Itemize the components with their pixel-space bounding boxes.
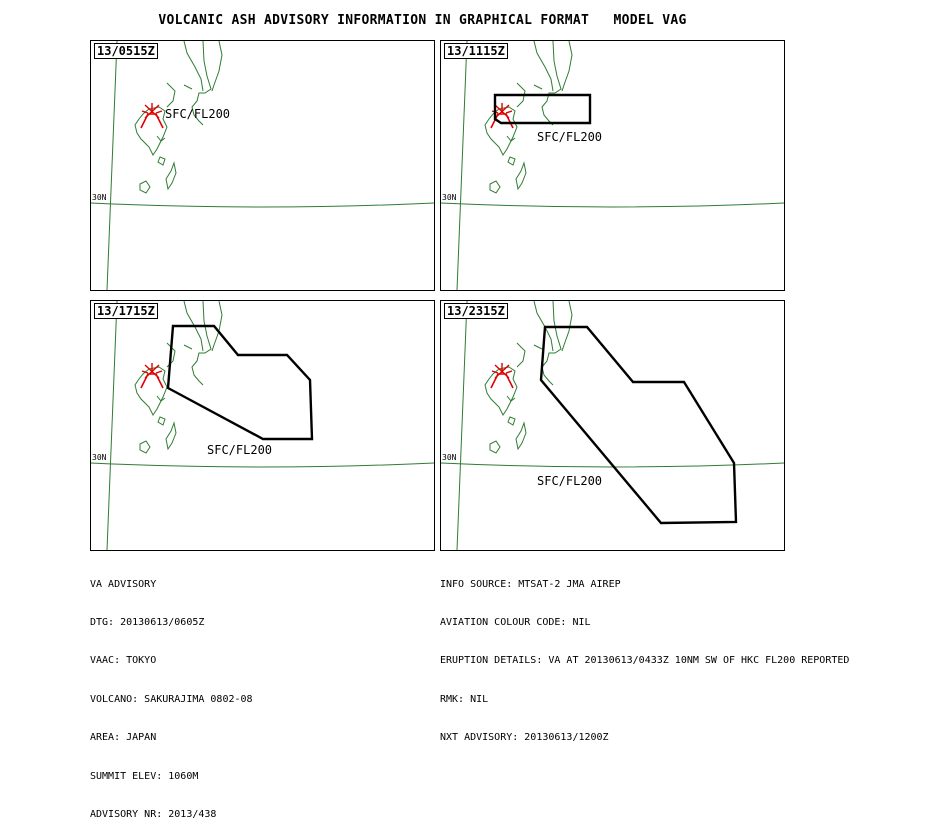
coastline xyxy=(157,156,166,166)
coastline xyxy=(157,416,166,426)
coastline xyxy=(533,344,543,350)
coastline xyxy=(561,41,573,92)
coastline xyxy=(191,41,212,126)
meridian-line xyxy=(456,301,468,550)
coastline xyxy=(134,106,168,156)
coastline xyxy=(211,41,223,92)
forecast-panel-2315: 13/2315Z 30N SFC/FL200 xyxy=(440,300,785,551)
coastline xyxy=(515,421,527,451)
latitude-line xyxy=(91,462,434,468)
flight-level-label: SFC/FL200 xyxy=(207,443,273,457)
coastline xyxy=(484,106,518,156)
coastline xyxy=(489,180,501,194)
coastline xyxy=(515,161,527,191)
coastline xyxy=(506,395,516,402)
ash-cloud-polygon xyxy=(539,325,738,525)
meridian-line xyxy=(456,41,468,290)
panel-time-label: 13/1715Z xyxy=(94,303,158,319)
coastline xyxy=(533,41,554,92)
advisory-line: ERUPTION DETAILS: VA AT 20130613/0433Z 1… xyxy=(440,655,850,667)
advisory-line: SUMMIT ELEV: 1060M xyxy=(90,770,199,782)
advisory-line: VA ADVISORY xyxy=(90,578,157,590)
coastline xyxy=(156,135,166,142)
coastline xyxy=(183,84,193,90)
advisory-line: RMK: NIL xyxy=(440,693,489,705)
flight-level-label: SFC/FL200 xyxy=(537,474,603,488)
coastline xyxy=(507,416,516,426)
panel-time-label: 13/0515Z xyxy=(94,43,158,59)
advisory-line: INFO SOURCE: MTSAT-2 JMA AIREP xyxy=(440,578,621,590)
coastline xyxy=(183,41,204,92)
coastline xyxy=(533,84,543,90)
advisory-line: VAAC: TOKYO xyxy=(90,655,157,667)
coastline xyxy=(541,41,562,126)
latitude-label: 30N xyxy=(92,193,107,202)
coastline xyxy=(183,344,193,350)
map-canvas xyxy=(91,301,434,550)
map-canvas xyxy=(441,301,784,550)
coastline xyxy=(489,440,501,454)
latitude-label: 30N xyxy=(442,453,457,462)
coastline xyxy=(516,342,526,368)
latitude-line xyxy=(91,202,434,208)
forecast-panel-1715: 13/1715Z 30N SFC/FL200 xyxy=(90,300,435,551)
coastline xyxy=(139,180,151,194)
ash-cloud-polygon xyxy=(166,324,314,441)
coastline xyxy=(561,301,573,352)
latitude-label: 30N xyxy=(442,193,457,202)
forecast-panel-0515: 13/0515Z 30N SFC/FL200 xyxy=(90,40,435,291)
coastline xyxy=(507,156,516,166)
advisory-line: VOLCANO: SAKURAJIMA 0802-08 xyxy=(90,693,253,705)
flight-level-label: SFC/FL200 xyxy=(537,130,603,144)
coastline xyxy=(506,135,516,142)
coastline xyxy=(134,366,168,416)
coastline xyxy=(191,301,212,386)
chart-title: VOLCANIC ASH ADVISORY INFORMATION IN GRA… xyxy=(158,13,687,28)
advisory-line: NXT ADVISORY: 20130613/1200Z xyxy=(440,732,609,744)
latitude-line xyxy=(441,202,784,208)
map-canvas xyxy=(91,41,434,290)
forecast-panel-1115: 13/1115Z 30N SFC/FL200 xyxy=(440,40,785,291)
flight-level-label: SFC/FL200 xyxy=(165,107,231,121)
latitude-label: 30N xyxy=(92,453,107,462)
ash-cloud-polygon xyxy=(493,93,592,125)
volcano-icon xyxy=(140,103,164,129)
meridian-line xyxy=(106,41,118,290)
coastline xyxy=(166,82,176,108)
advisory-text-left: VA ADVISORY DTG: 20130613/0605Z VAAC: TO… xyxy=(90,553,253,835)
meridian-line xyxy=(106,301,118,550)
advisory-line: AREA: JAPAN xyxy=(90,732,157,744)
coastline xyxy=(165,161,177,191)
coastline xyxy=(541,301,562,386)
volcano-icon xyxy=(490,363,514,389)
volcano-icon xyxy=(490,103,514,129)
map-canvas xyxy=(441,41,784,290)
volcano-icon xyxy=(140,363,164,389)
panel-time-label: 13/2315Z xyxy=(444,303,508,319)
panel-time-label: 13/1115Z xyxy=(444,43,508,59)
coastline xyxy=(165,421,177,451)
advisory-line: ADVISORY NR: 2013/438 xyxy=(90,808,217,820)
advisory-text-right: INFO SOURCE: MTSAT-2 JMA AIREP AVIATION … xyxy=(440,553,849,758)
coastline xyxy=(139,440,151,454)
coastline xyxy=(484,366,518,416)
advisory-line: DTG: 20130613/0605Z xyxy=(90,616,205,628)
coastline xyxy=(156,395,166,402)
advisory-line: AVIATION COLOUR CODE: NIL xyxy=(440,616,591,628)
